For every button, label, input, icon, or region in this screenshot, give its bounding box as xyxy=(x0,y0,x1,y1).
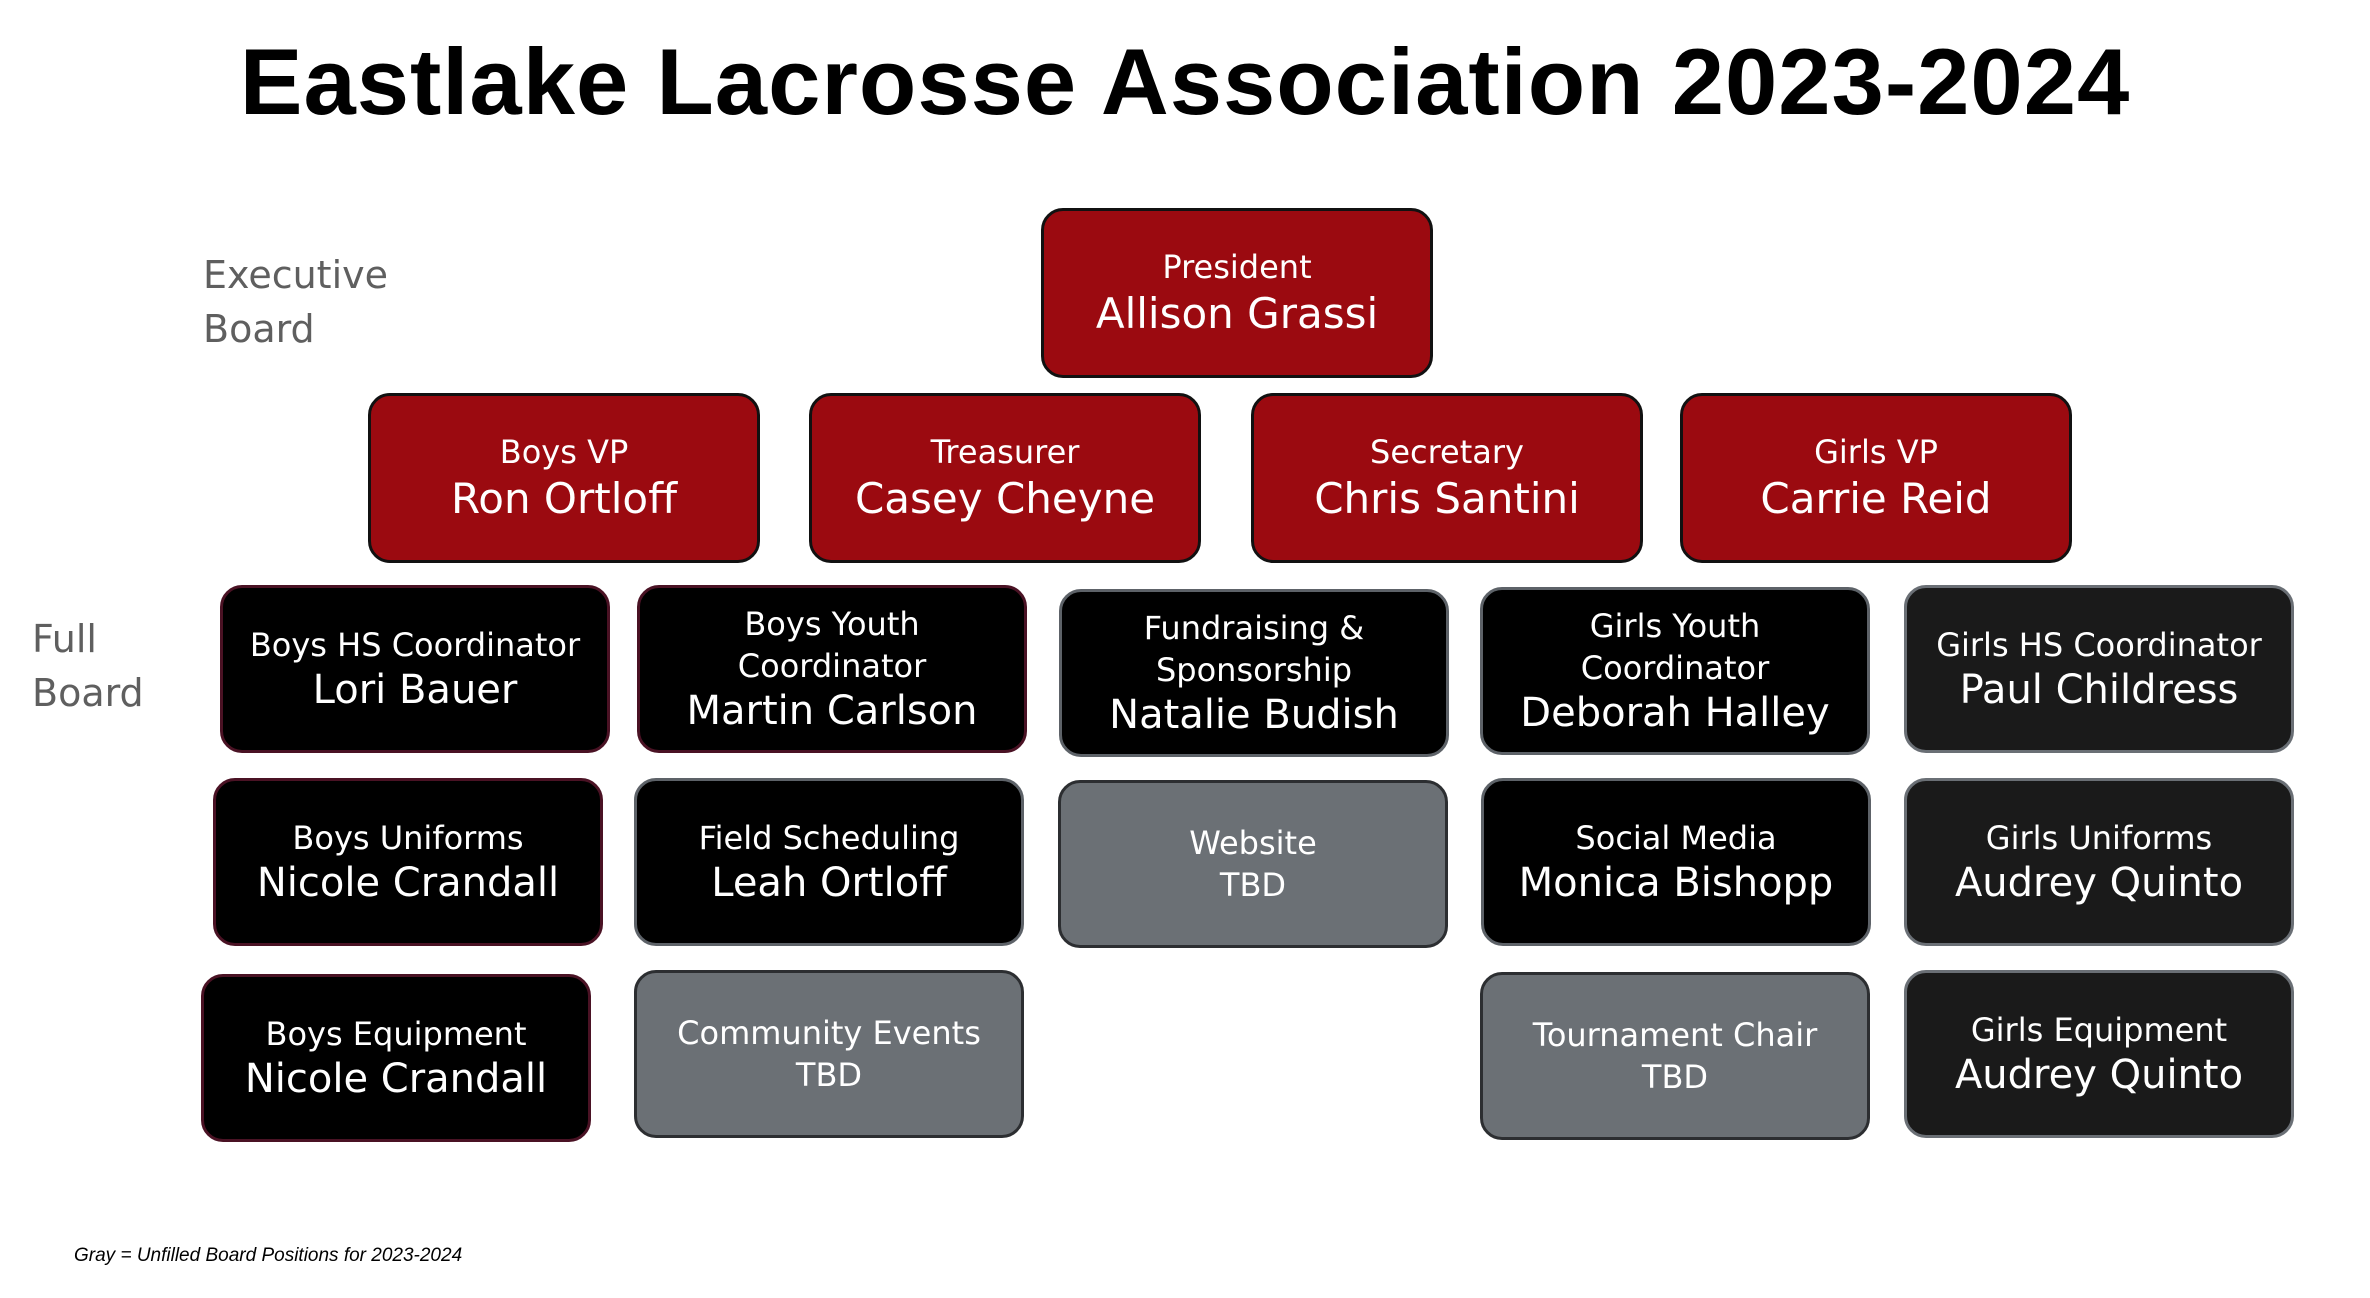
community-events-box: Community Events TBD xyxy=(634,970,1024,1138)
role-label: Boys Equipment xyxy=(265,1015,527,1053)
girls-uniforms-box: Girls Uniforms Audrey Quinto xyxy=(1904,778,2294,946)
fundraising-sponsorship-box: Fundraising & Sponsorship Natalie Budish xyxy=(1059,589,1449,757)
boys-youth-coordinator-box: Boys Youth Coordinator Martin Carlson xyxy=(637,585,1027,753)
person-name: Chris Santini xyxy=(1314,474,1580,523)
girls-youth-coordinator-box: Girls Youth Coordinator Deborah Halley xyxy=(1480,587,1870,755)
role-label: Field Scheduling xyxy=(698,819,960,857)
role-label: Tournament Chair xyxy=(1532,1016,1818,1054)
role-label: Boys HS Coordinator xyxy=(249,626,581,664)
person-name: Audrey Quinto xyxy=(1954,860,2244,906)
role-label: Girls HS Coordinator xyxy=(1936,626,2262,664)
role-label: Treasurer xyxy=(930,433,1080,471)
person-name: Martin Carlson xyxy=(686,688,978,734)
president-box: President Allison Grassi xyxy=(1041,208,1433,378)
girls-hs-coordinator-box: Girls HS Coordinator Paul Childress xyxy=(1904,585,2294,753)
person-name: Audrey Quinto xyxy=(1954,1052,2244,1098)
role-label: President xyxy=(1162,248,1312,286)
boys-vp-box: Boys VP Ron Ortloff xyxy=(368,393,760,563)
social-media-box: Social Media Monica Bishopp xyxy=(1481,778,1871,946)
person-name: Monica Bishopp xyxy=(1518,860,1834,906)
person-name: Nicole Crandall xyxy=(256,860,560,906)
person-name: Nicole Crandall xyxy=(244,1056,548,1102)
role-label: Community Events xyxy=(677,1014,981,1052)
role-label: Boys Uniforms xyxy=(292,819,524,857)
person-name: TBD xyxy=(795,1056,863,1094)
tournament-chair-box: Tournament Chair TBD xyxy=(1480,972,1870,1140)
role-label: Girls Youth Coordinator xyxy=(1580,607,1770,687)
girls-vp-box: Girls VP Carrie Reid xyxy=(1680,393,2072,563)
footnote: Gray = Unfilled Board Positions for 2023… xyxy=(74,1245,463,1266)
role-label: Boys VP xyxy=(499,433,629,471)
person-name: Natalie Budish xyxy=(1109,692,1399,738)
boys-equipment-box: Boys Equipment Nicole Crandall xyxy=(201,974,591,1142)
person-name: Ron Ortloff xyxy=(450,474,678,523)
role-label: Fundraising & Sponsorship xyxy=(1143,609,1365,689)
person-name: Leah Ortloff xyxy=(711,860,947,906)
person-name: Paul Childress xyxy=(1959,667,2239,713)
full-board-label: Full Board xyxy=(32,612,162,720)
field-scheduling-box: Field Scheduling Leah Ortloff xyxy=(634,778,1024,946)
person-name: Deborah Halley xyxy=(1520,690,1830,736)
role-label: Girls Equipment xyxy=(1970,1011,2228,1049)
person-name: Casey Cheyne xyxy=(854,474,1156,523)
role-label: Secretary xyxy=(1370,433,1524,471)
role-label: Social Media xyxy=(1575,819,1777,857)
person-name: TBD xyxy=(1641,1058,1709,1096)
role-label: Website xyxy=(1189,824,1317,862)
girls-equipment-box: Girls Equipment Audrey Quinto xyxy=(1904,970,2294,1138)
treasurer-box: Treasurer Casey Cheyne xyxy=(809,393,1201,563)
secretary-box: Secretary Chris Santini xyxy=(1251,393,1643,563)
role-label: Boys Youth Coordinator xyxy=(737,605,927,685)
website-box: Website TBD xyxy=(1058,780,1448,948)
executive-board-label-text: Executive Board xyxy=(203,253,389,351)
role-label: Girls Uniforms xyxy=(1985,819,2213,857)
page-title: Eastlake Lacrosse Association 2023-2024 xyxy=(239,29,2131,134)
person-name: Lori Bauer xyxy=(312,667,518,713)
person-name: TBD xyxy=(1219,866,1287,904)
role-label: Girls VP xyxy=(1814,433,1938,471)
person-name: Allison Grassi xyxy=(1095,289,1379,338)
executive-board-label: Executive Board xyxy=(203,248,389,356)
boys-uniforms-box: Boys Uniforms Nicole Crandall xyxy=(213,778,603,946)
person-name: Carrie Reid xyxy=(1760,474,1992,523)
boys-hs-coordinator-box: Boys HS Coordinator Lori Bauer xyxy=(220,585,610,753)
full-board-label-text: Full Board xyxy=(32,617,144,715)
